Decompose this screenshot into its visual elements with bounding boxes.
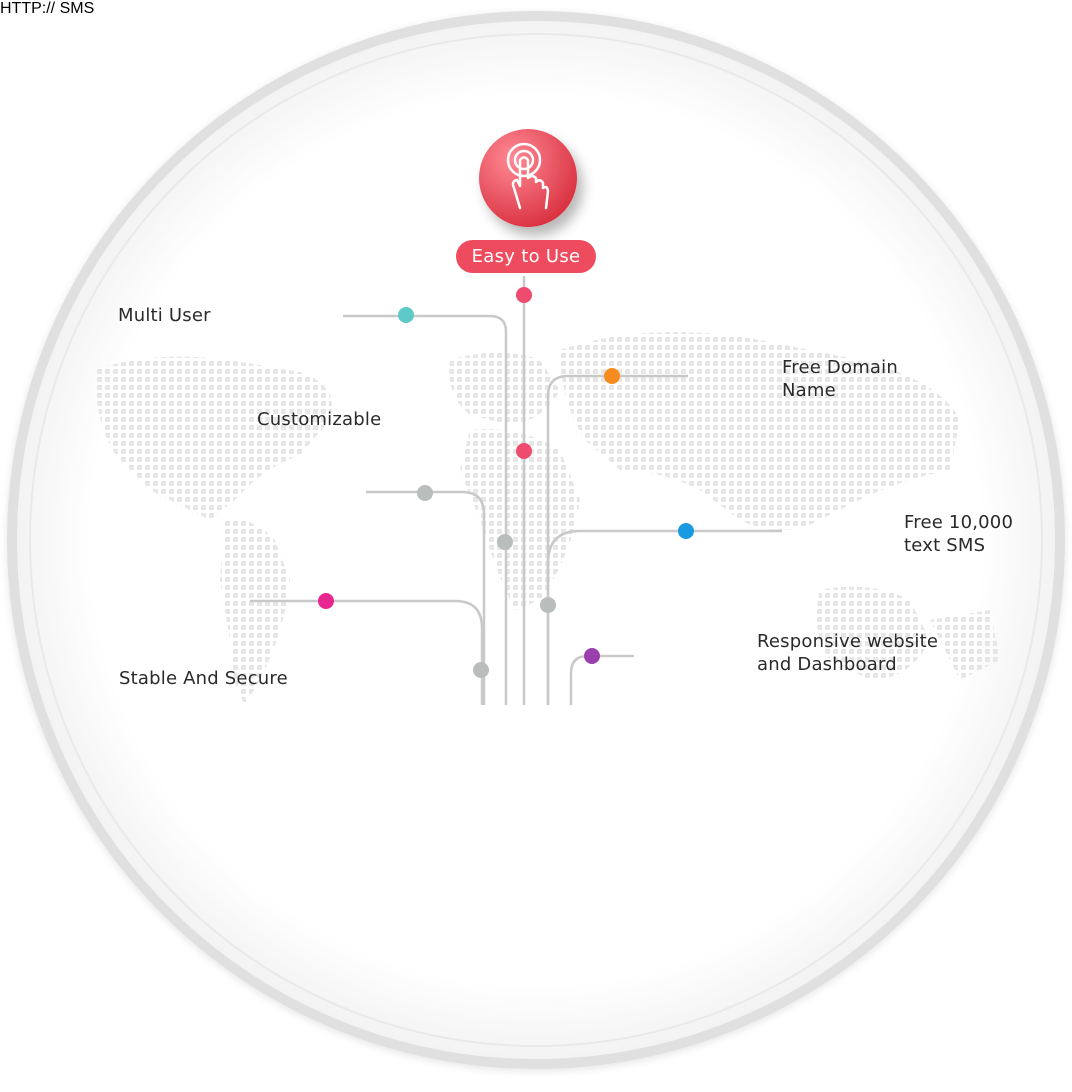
world-map-background — [95, 332, 1000, 705]
feature-free-domain: HTTP:// — [0, 0, 60, 17]
stable-secure-label: Stable And Secure — [119, 668, 288, 689]
free-domain-label-line-2: Name — [782, 380, 836, 401]
multi-user-label: Multi User — [118, 305, 211, 326]
http-window-icon: HTTP:// — [0, 0, 60, 17]
sms-bubble-icon: SMS — [60, 0, 95, 17]
sms-text: SMS — [59, 0, 95, 17]
easy-to-use-label: Easy to Use — [456, 240, 596, 273]
free-sms-label-line-1: Free 10,000 — [904, 512, 1014, 533]
inner-ring — [29, 33, 1043, 1047]
free-sms-label-line-2: text SMS — [904, 535, 986, 556]
connector-lines — [250, 276, 782, 705]
responsive-label-line-2: and Dashboard — [757, 654, 897, 675]
touch-hand-icon — [506, 142, 550, 210]
feature-easy-to-use — [479, 129, 577, 227]
http-text: HTTP:// — [0, 0, 56, 17]
connector-dots — [318, 287, 694, 678]
responsive-label-line-1: Responsive website — [757, 631, 939, 652]
feature-free-sms: SMS — [60, 0, 95, 17]
customizable-label: Customizable — [257, 409, 382, 430]
free-domain-label-line-1: Free Domain — [782, 357, 898, 378]
